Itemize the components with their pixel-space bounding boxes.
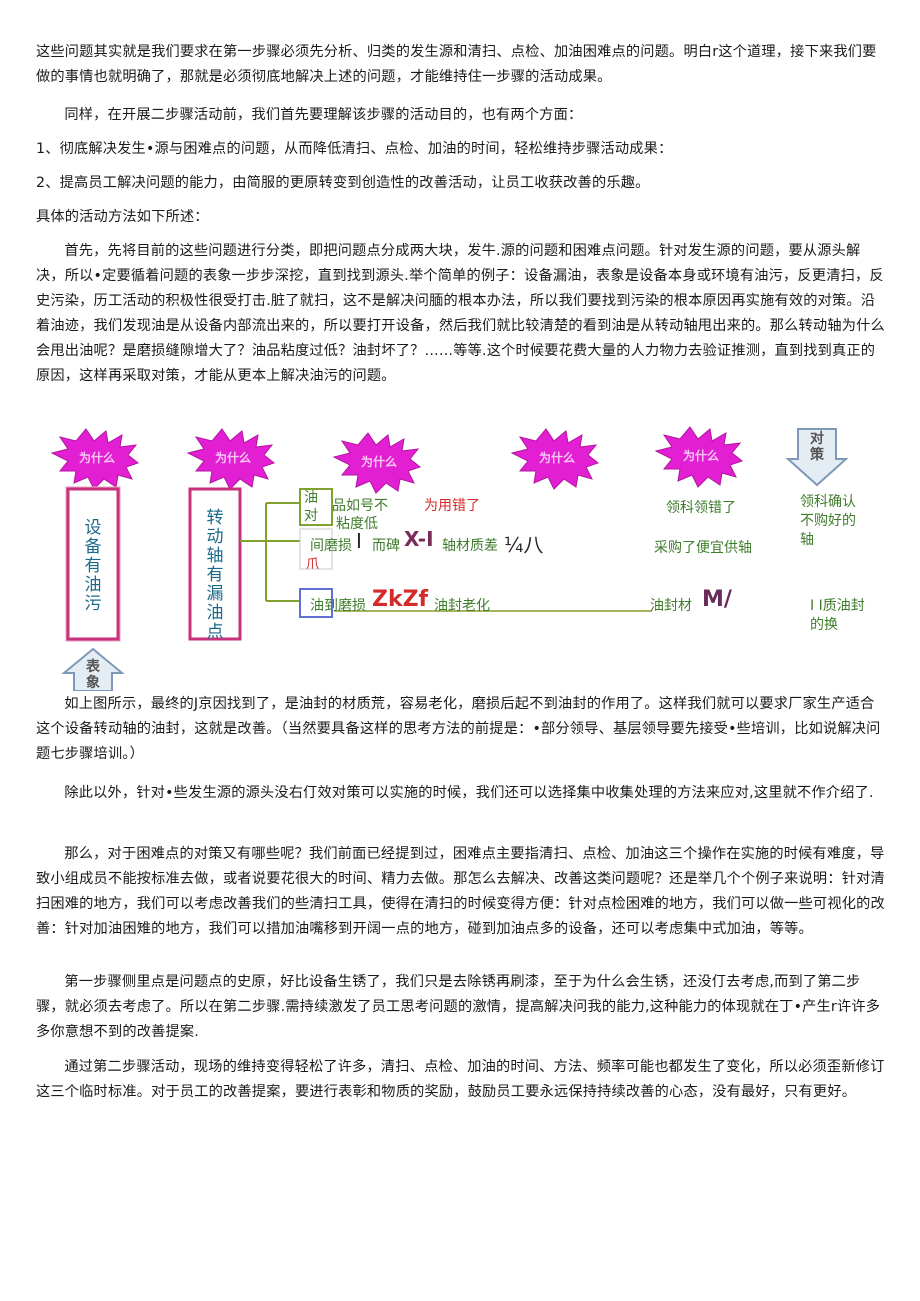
paragraph-9: 那么，对于困难点的对策又有哪些呢？我们前面已经提到过，困难点主要指清扫、点检、加… bbox=[36, 846, 885, 937]
row2-f: ¼八 bbox=[504, 533, 544, 557]
row2-c: 而碑 bbox=[372, 538, 400, 554]
burst-2 bbox=[186, 428, 276, 490]
row3-d: 油封材 bbox=[650, 598, 692, 614]
countermeasure-arrow-label: 对策 bbox=[810, 431, 824, 463]
row1-e: 领科确认不购好的轴 bbox=[800, 494, 856, 548]
row1-b: 粘度低 bbox=[336, 516, 378, 532]
cause-box-label: 转动轴有漏油点 bbox=[206, 508, 224, 642]
branch-mid-char: 爪 bbox=[306, 557, 320, 572]
why-analysis-diagram: 为什么 为什么 为什么 为什么 为什么 设备有油污 转动轴有漏油点 油对 爪 品… bbox=[38, 423, 870, 691]
row1-d: 领科领错了 bbox=[666, 500, 736, 516]
countermeasure-arrow-shape bbox=[785, 428, 849, 487]
paragraph-8: 除此以外，针对•些发生源的源头没右仃效对策可以实施的时候，我们还可以选择集中收集… bbox=[64, 785, 874, 801]
row2-g: 采购了便宜供轴 bbox=[654, 540, 752, 556]
row2-e: 轴材质差 bbox=[442, 538, 498, 554]
symptom-box bbox=[66, 487, 120, 641]
paragraph-10: 第一步骤侧里点是问题点的史原，好比设备生锈了，我们只是去除锈再刷漆，至于为什么会… bbox=[36, 974, 881, 1040]
cause-box bbox=[188, 487, 242, 641]
burst-label-1: 为什么 bbox=[78, 451, 115, 465]
paragraph-1: 这些问题其实就是我们要求在第一步骤必须先分析、归类的发生源和清扫、点检、加油困难… bbox=[36, 44, 877, 85]
row3-e: M/ bbox=[702, 587, 732, 612]
row2-b: I bbox=[356, 529, 362, 553]
branch-box-2 bbox=[299, 528, 333, 570]
row2-a: 间磨损 bbox=[310, 538, 352, 554]
paragraph-2: 同样，在开展二步骤活动前，我们首先要理解该步骤的活动目的，也有两个方面： bbox=[64, 107, 583, 123]
row3-b: ZkZf bbox=[372, 587, 429, 612]
burst-4 bbox=[510, 428, 600, 490]
row1-a: 品如号不 bbox=[332, 498, 388, 514]
row2-d: X-I bbox=[404, 527, 434, 551]
paragraph-6: 首先，先将目前的这些问题进行分类，即把问题点分成两大块，发牛.源的问题和困难点问… bbox=[36, 243, 885, 384]
burst-label-5: 为什么 bbox=[682, 449, 719, 463]
paragraph-3: 1、彻底解决发生•源与困难点的问题，从而降低清扫、点检、加油的时间，轻松维持步骤… bbox=[36, 141, 673, 157]
row3-c: 油封老化 bbox=[434, 598, 490, 614]
diagram-graphics bbox=[50, 426, 849, 691]
branch-box-1 bbox=[299, 488, 333, 526]
burst-3 bbox=[332, 432, 422, 494]
burst-label-2: 为什么 bbox=[214, 451, 251, 465]
row1-c: 为用错了 bbox=[424, 498, 480, 514]
row3-a: 油到磨损 bbox=[310, 598, 366, 614]
burst-label-4: 为什么 bbox=[538, 451, 575, 465]
appearance-arrow-label: 表象 bbox=[86, 659, 100, 691]
symptom-box-label: 设备有油污 bbox=[84, 518, 102, 614]
branch-box-3 bbox=[299, 588, 333, 618]
paragraph-11: 通过第二步骤活动，现场的维持变得轻松了许多，清扫、点检、加油的时间、方法、频率可… bbox=[36, 1059, 885, 1100]
row3-f: I Ⅰ质油封的换 bbox=[810, 598, 865, 633]
burst-label-3: 为什么 bbox=[360, 455, 397, 469]
branch-left-chars: 油对 bbox=[304, 490, 318, 524]
paragraph-5: 具体的活动方法如下所述： bbox=[36, 209, 209, 225]
paragraph-7: 如上图所示，最终的J京因找到了，是油封的材质荒，容易老化，磨损后起不到油封的作用… bbox=[36, 696, 881, 762]
paragraph-4: 2、提高员工解决问题的能力，由简服的更原转变到创造性的改善活动，让员工收获改善的… bbox=[36, 175, 650, 191]
appearance-arrow-shape bbox=[61, 647, 125, 691]
burst-5 bbox=[654, 426, 744, 488]
